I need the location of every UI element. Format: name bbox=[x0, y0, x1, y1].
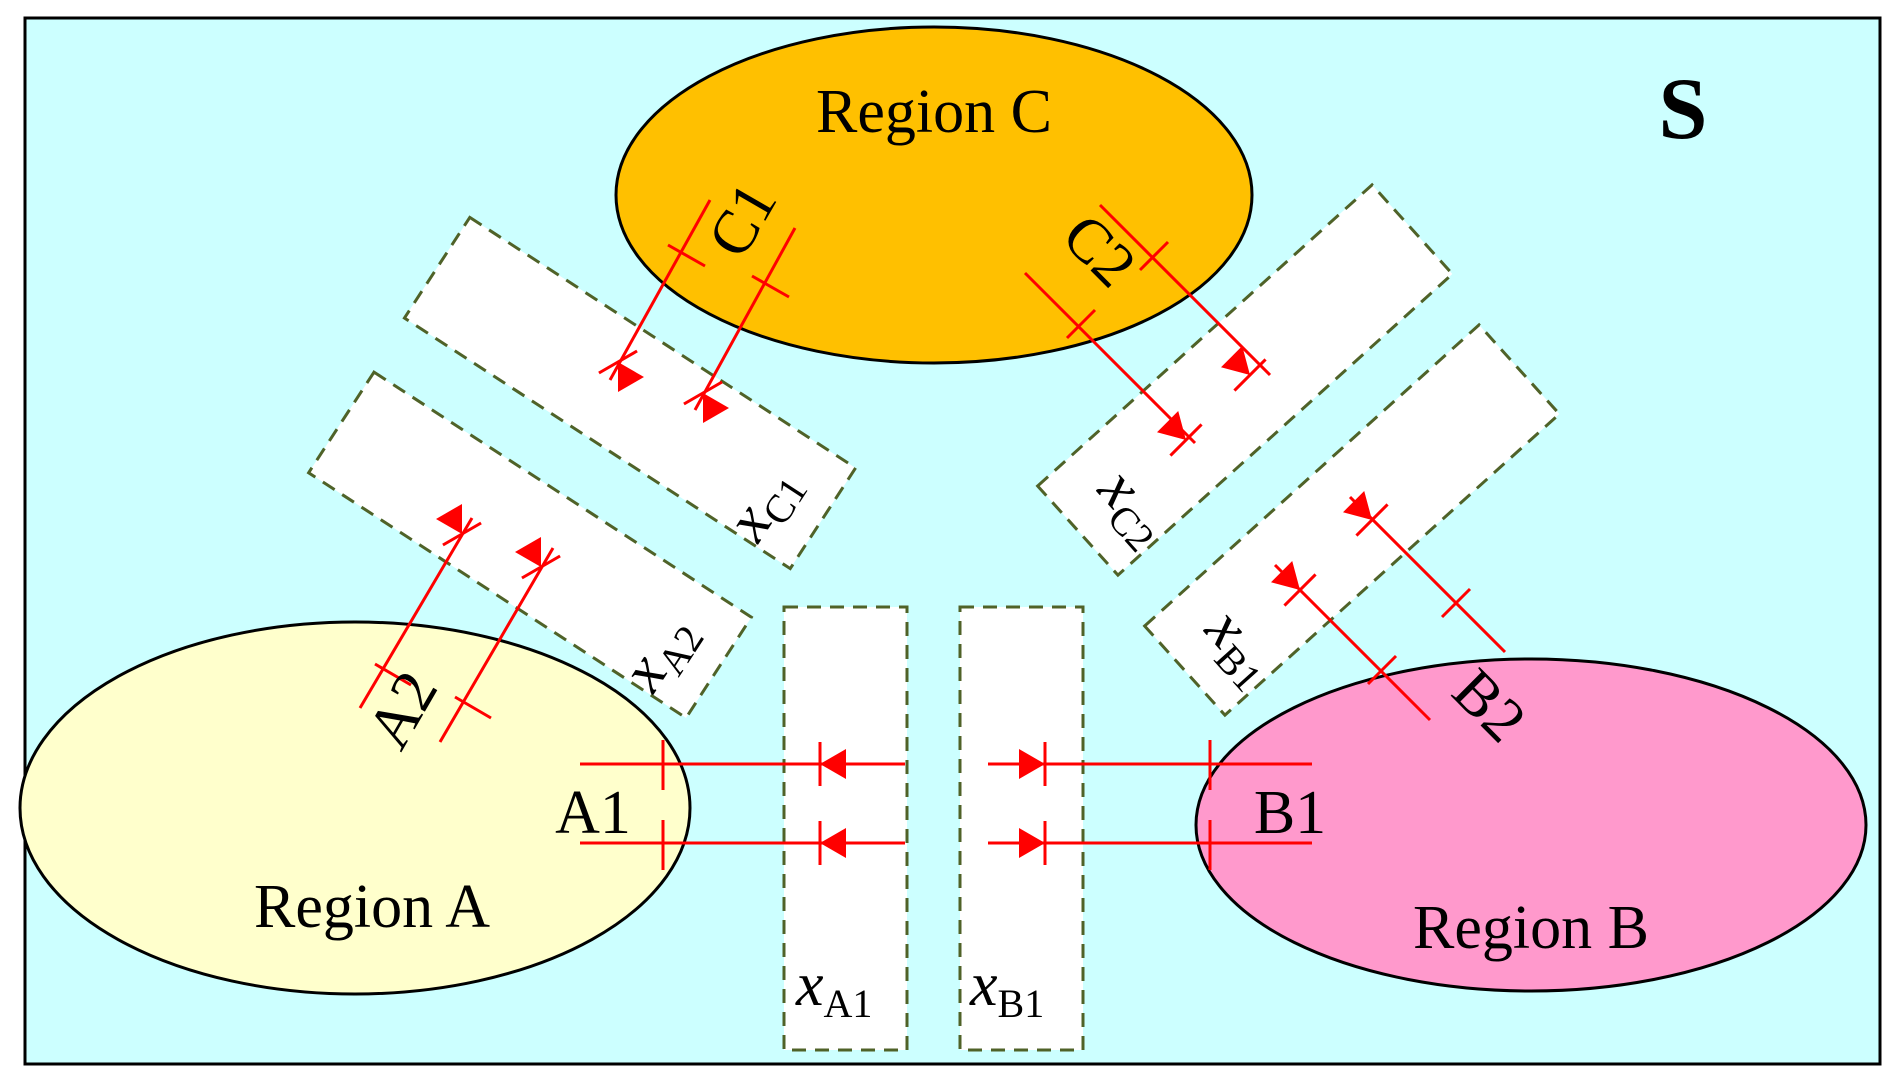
tie-label-b1: B1 bbox=[1254, 779, 1326, 847]
region-a-ellipse bbox=[18, 620, 692, 996]
box-xa1-label: xA1 bbox=[795, 951, 872, 1026]
box-xb1-vertical bbox=[958, 605, 1085, 1052]
region-b-label: Region B bbox=[1413, 894, 1649, 962]
box-xb1-diagonal: xB1 bbox=[1142, 322, 1562, 718]
tie-line-a2 bbox=[358, 517, 555, 743]
box-xb1-vertical-label: xB1 bbox=[969, 951, 1044, 1026]
region-c-label: Region C bbox=[816, 78, 1052, 146]
box-xc1: xC1 bbox=[402, 215, 858, 571]
region-c-ellipse bbox=[614, 25, 1254, 365]
tie-label-a1: A1 bbox=[555, 779, 631, 847]
tie-line-a1 bbox=[580, 740, 905, 870]
system-label: S bbox=[1659, 61, 1708, 158]
region-a-label: Region A bbox=[254, 873, 490, 941]
tie-line-c1 bbox=[608, 199, 797, 411]
region-b-ellipse bbox=[1194, 657, 1868, 993]
